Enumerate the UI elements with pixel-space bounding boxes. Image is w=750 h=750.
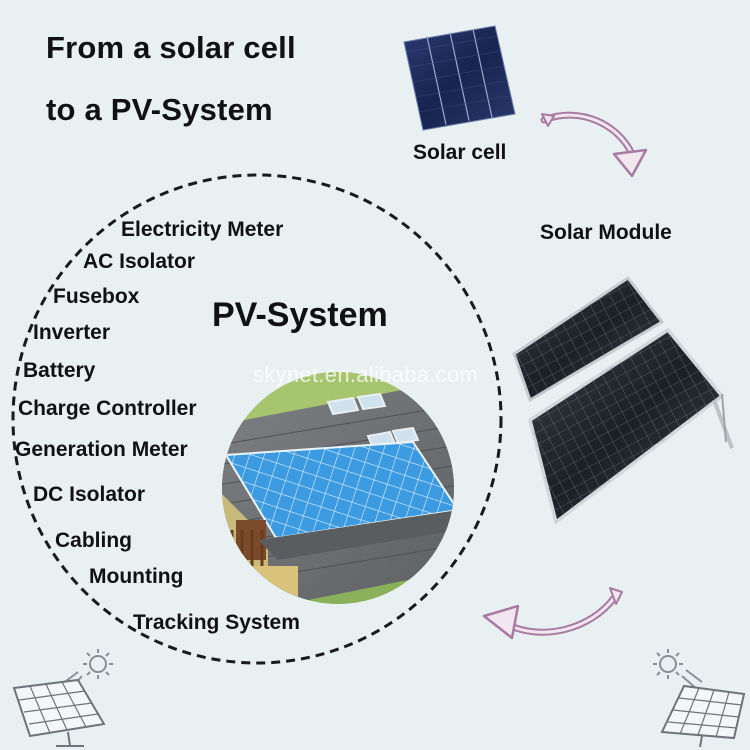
component-inverter: Inverter [33, 321, 111, 344]
curved-arrow-icon [540, 111, 648, 178]
component-charge-controller: Charge Controller [18, 397, 197, 420]
sun-panel-icon [12, 649, 113, 747]
house-roof-image [222, 372, 454, 604]
component-cabling: Cabling [55, 529, 132, 552]
component-ac-isolator: AC Isolator [83, 250, 196, 273]
watermark: skynet.en.alibaba.com [253, 362, 479, 387]
component-dc-isolator: DC Isolator [33, 483, 146, 506]
solar-cell-label: Solar cell [413, 141, 507, 164]
component-electricity-meter: Electricity Meter [121, 218, 284, 241]
component-tracking-system: Tracking System [133, 611, 300, 634]
title-line-2: to a PV-System [46, 92, 273, 127]
component-battery: Battery [23, 359, 96, 382]
solar-module-image [512, 275, 734, 525]
sun-panel-icon-right [653, 649, 746, 748]
component-fusebox: Fusebox [53, 285, 140, 308]
pv-system-title: PV-System [212, 296, 388, 334]
component-generation-meter: Generation Meter [15, 438, 188, 461]
solar-cell-image [403, 25, 516, 131]
title-line-1: From a solar cell [46, 30, 296, 65]
pv-system-circle [11, 173, 503, 665]
component-mounting: Mounting [89, 565, 184, 588]
solar-module-label: Solar Module [540, 221, 672, 244]
curved-arrow-icon-bottom [482, 587, 623, 640]
